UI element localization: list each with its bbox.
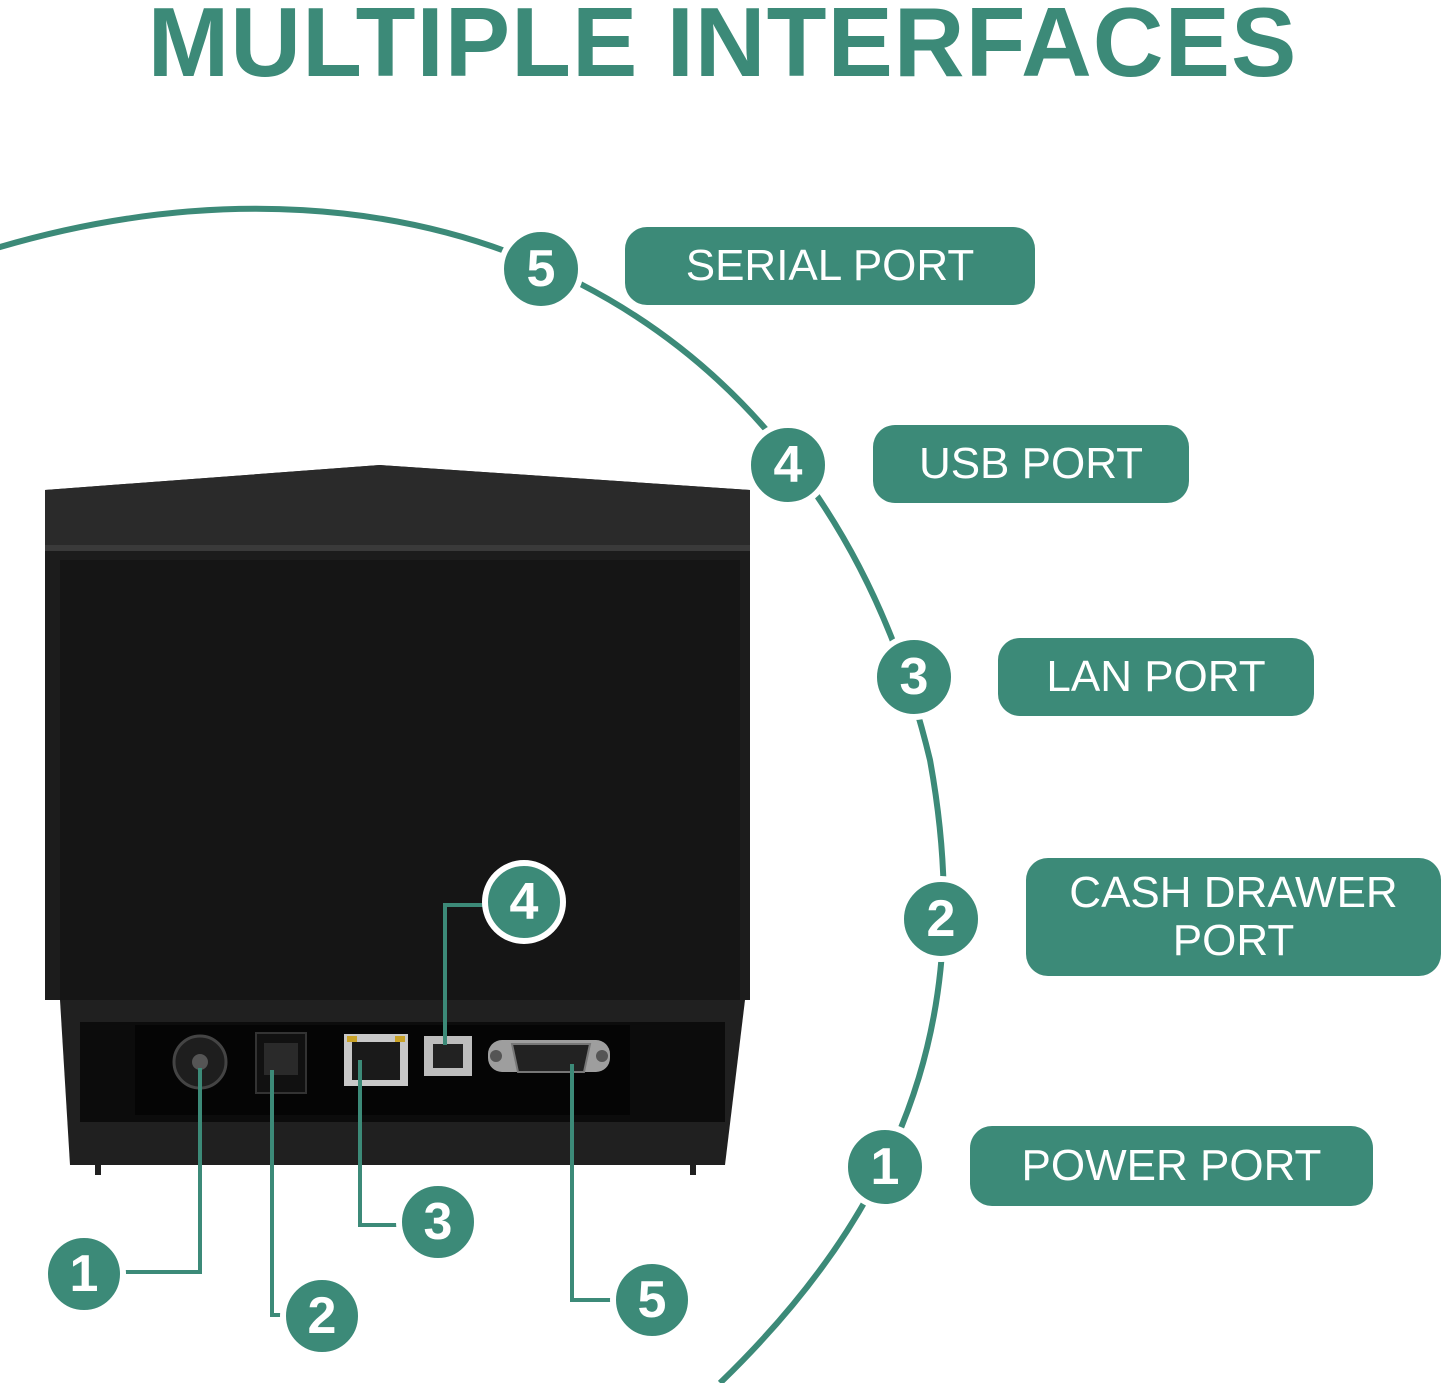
label-power-port: POWER PORT: [970, 1126, 1373, 1206]
bottom-number-4: 4: [482, 860, 566, 944]
label-usb-port: USB PORT: [873, 425, 1189, 503]
usb-port-jack: [424, 1036, 472, 1076]
arc-number-2: 2: [898, 876, 984, 962]
leader-lines: [120, 903, 612, 1317]
arc-number-3: 3: [871, 634, 957, 720]
arc-number-1: 1: [842, 1124, 928, 1210]
bottom-number-5: 5: [610, 1258, 694, 1342]
arc-number-4: 4: [745, 422, 831, 508]
lan-port-jack: [344, 1034, 408, 1086]
label-cash-drawer-port: CASH DRAWER PORT: [1026, 858, 1441, 976]
arc-number-5: 5: [498, 226, 584, 312]
label-serial-port: SERIAL PORT: [625, 227, 1035, 305]
label-lan-port: LAN PORT: [998, 638, 1314, 716]
label-cash-drawer-line1: CASH DRAWER: [1069, 868, 1398, 917]
page-title: MULTIPLE INTERFACES: [147, 0, 1298, 97]
label-cash-drawer-line2: PORT: [1172, 916, 1295, 965]
cash-drawer-port-jack: [255, 1032, 307, 1094]
bottom-number-1: 1: [42, 1232, 126, 1316]
bottom-number-3: 3: [396, 1180, 480, 1264]
bottom-number-2: 2: [280, 1274, 364, 1358]
serial-port-jack: [488, 1040, 610, 1073]
